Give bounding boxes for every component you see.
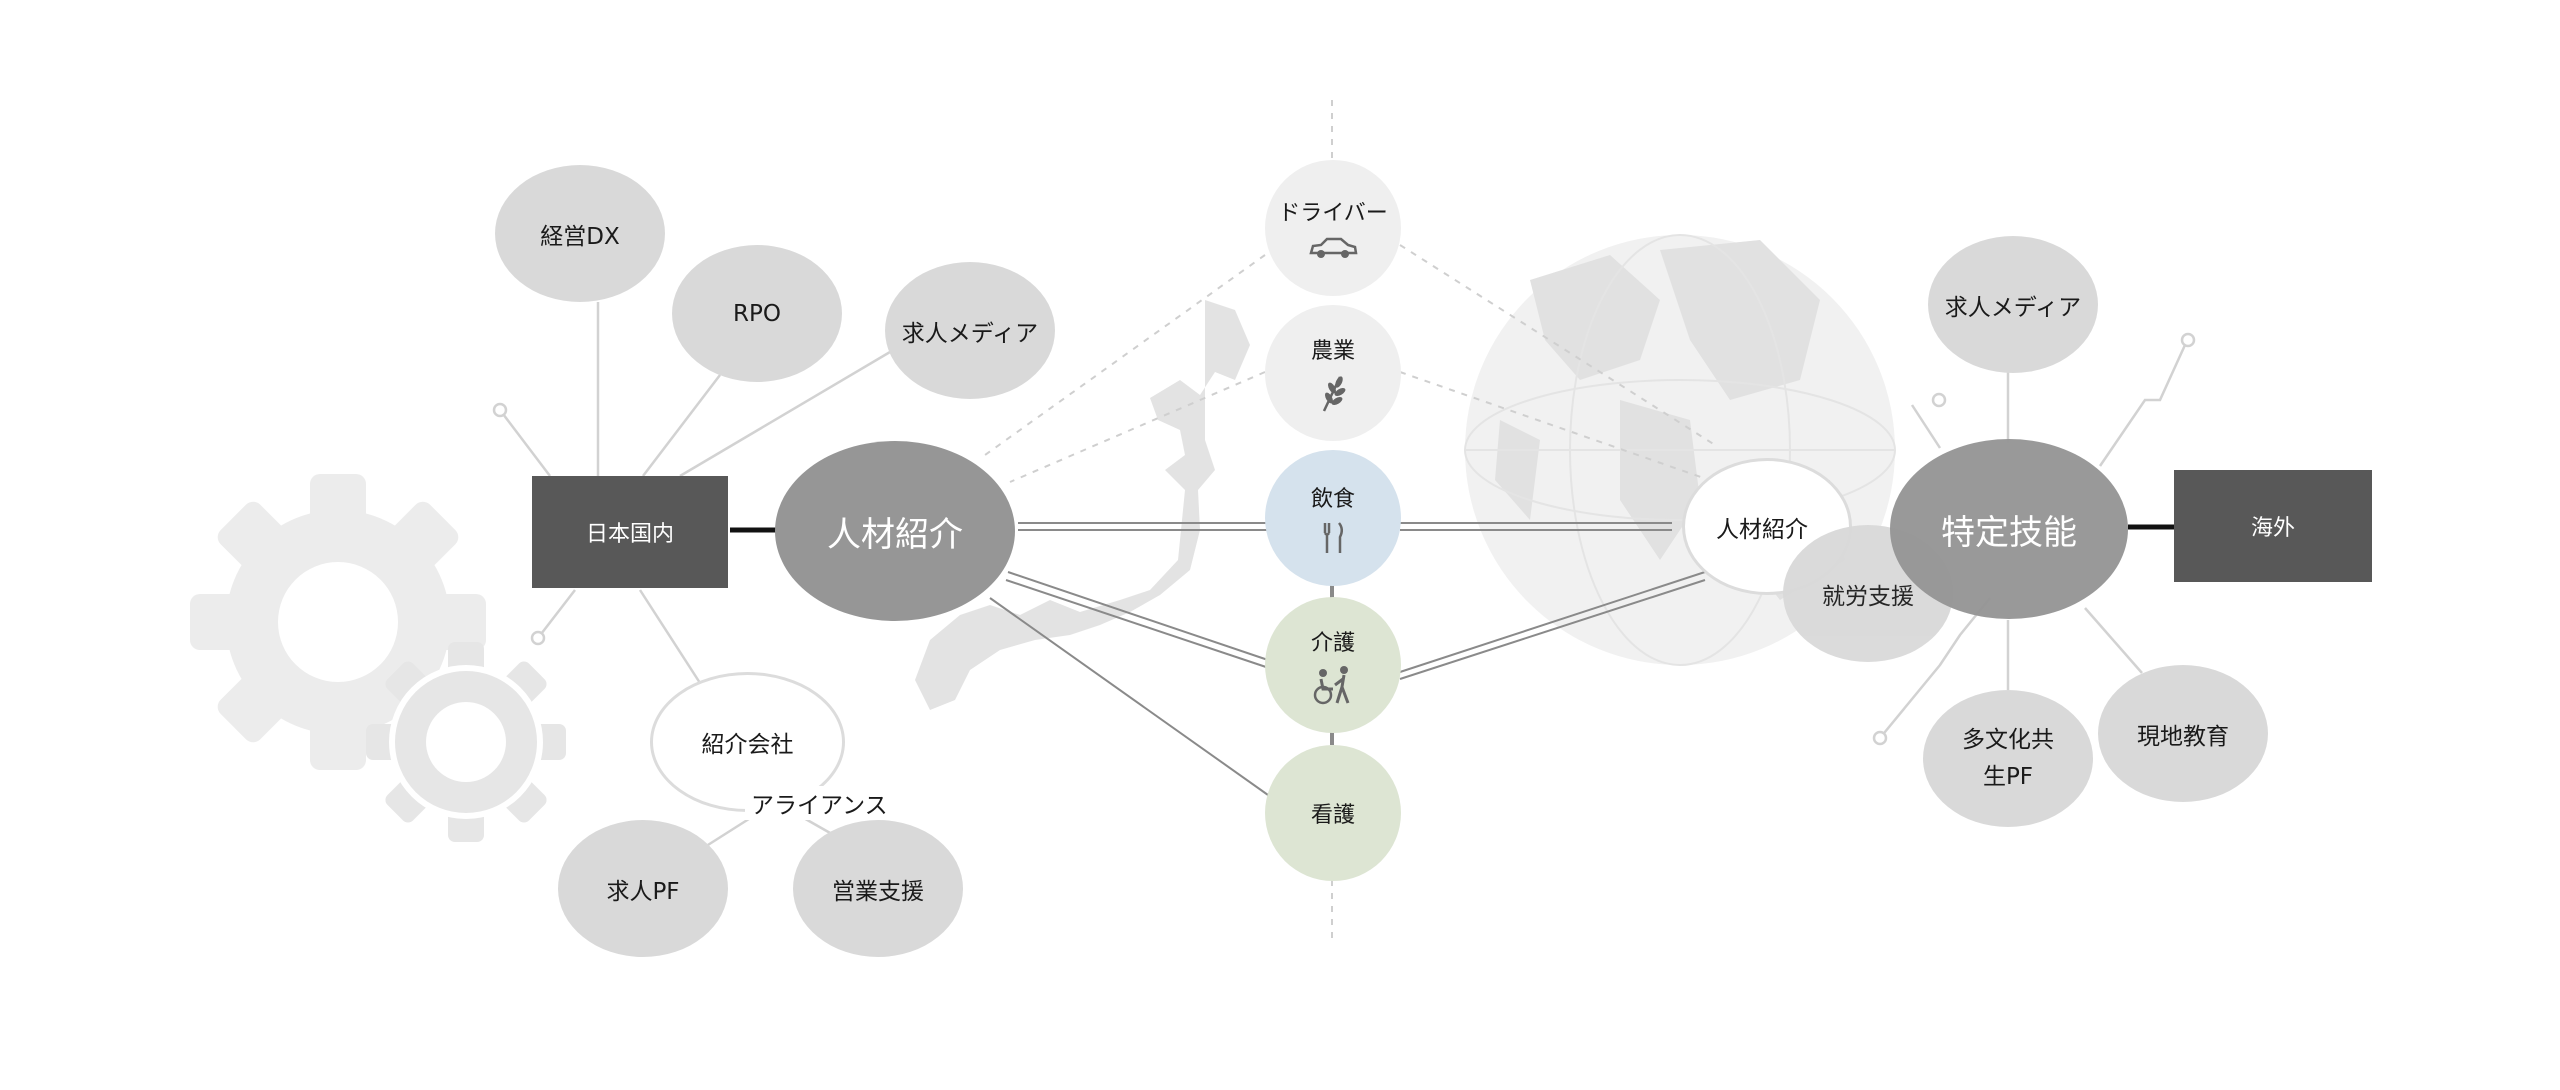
- node-job-pf-label: 求人PF: [606, 878, 680, 905]
- circle-food: 飲食: [1265, 450, 1401, 586]
- circle-food-label: 飲食: [1310, 487, 1355, 512]
- wheat-icon: [1322, 376, 1346, 412]
- node-keiei-dx-label: 経営DX: [540, 223, 620, 250]
- alliance-label: アライアンス: [745, 786, 894, 820]
- circle-nursing: 看護: [1265, 745, 1401, 881]
- car-icon: [1309, 237, 1358, 258]
- caregiver-wheelchair-icon: [1313, 666, 1350, 705]
- node-job-pf: 求人PF: [558, 820, 728, 957]
- node-recruitment-right-label: 人材紹介: [1716, 516, 1808, 543]
- node-rpo-label: RPO: [733, 300, 781, 327]
- node-employment-support: 就労支援: [1783, 525, 1953, 662]
- node-multicultural-pf: 多文化共生PF: [1923, 690, 2093, 827]
- japan-map-icon: [915, 300, 1250, 710]
- circle-agriculture-label: 農業: [1310, 339, 1355, 364]
- hub-recruitment-left: 人材紹介: [775, 441, 1015, 621]
- node-job-media-right-label: 求人メディア: [1944, 294, 2082, 321]
- node-sales-support-label: 営業支援: [832, 878, 924, 905]
- node-local-education: 現地教育: [2098, 665, 2268, 802]
- hub-recruitment-left-label: 人材紹介: [827, 514, 963, 555]
- node-agency-label: 紹介会社: [701, 732, 794, 758]
- small-gear-icon: [366, 642, 566, 842]
- node-job-media-right: 求人メディア: [1928, 236, 2098, 373]
- hub-specified-skills-label: 特定技能: [1941, 512, 2077, 553]
- node-rpo: RPO: [672, 245, 842, 382]
- box-overseas-label: 海外: [2250, 516, 2295, 541]
- node-job-media-left-label: 求人メディア: [901, 320, 1039, 347]
- node-recruitment-right: 人材紹介: [1682, 458, 1852, 595]
- circle-nursing-label: 看護: [1310, 803, 1355, 828]
- circle-driver-label: ドライバー: [1278, 201, 1388, 226]
- box-domestic: 日本国内: [532, 476, 728, 588]
- hub-specified-skills: 特定技能: [1890, 439, 2128, 619]
- node-job-media-left: 求人メディア: [885, 262, 1055, 399]
- node-local-education-label: 現地教育: [2137, 723, 2229, 750]
- circle-care-label: 介護: [1310, 631, 1355, 656]
- fork-knife-icon: [1323, 522, 1343, 553]
- node-employment-support-label: 就労支援: [1822, 583, 1914, 610]
- circle-care: 介護: [1265, 597, 1401, 733]
- circle-driver: ドライバー: [1265, 160, 1401, 296]
- box-overseas: 海外: [2174, 470, 2372, 582]
- box-domestic-label: 日本国内: [585, 522, 674, 547]
- circle-agriculture: 農業: [1265, 305, 1401, 441]
- node-sales-support: 営業支援: [793, 820, 963, 957]
- node-multicultural-pf-label: 多文化共生PF: [1962, 726, 2054, 790]
- node-keiei-dx: 経営DX: [495, 165, 665, 302]
